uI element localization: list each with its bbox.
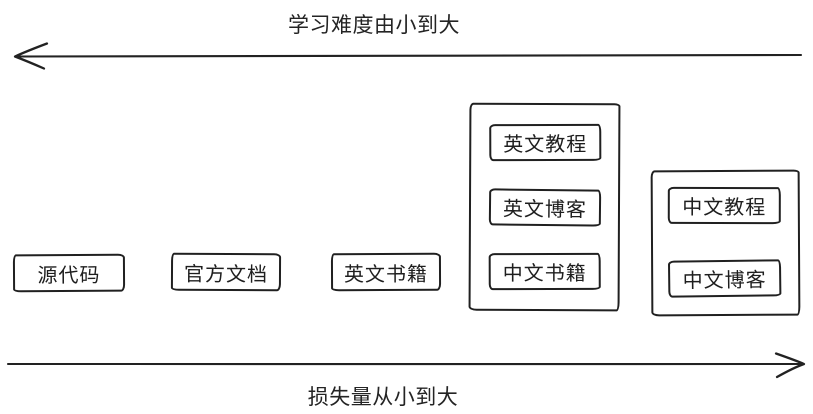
node-english-blog-label: 英文博客	[502, 198, 588, 221]
group-english-resources: 英文教程 英文博客 中文书籍	[468, 102, 621, 312]
node-english-books-label: 英文书籍	[343, 263, 429, 286]
node-source-code-label: 源代码	[37, 264, 101, 287]
node-english-books: 英文书籍	[330, 252, 442, 292]
node-english-tutorial-label: 英文教程	[503, 133, 588, 157]
loss-axis-label: 损失量从小到大	[307, 386, 459, 409]
node-source-code: 源代码	[12, 253, 126, 293]
difficulty-axis-arrow-left	[13, 42, 803, 70]
node-english-tutorial: 英文教程	[489, 123, 602, 162]
loss-axis-arrow-right	[6, 352, 806, 379]
node-english-blog: 英文博客	[488, 187, 602, 227]
group-chinese-resources: 中文教程 中文博客	[650, 169, 801, 317]
node-chinese-blog-label: 中文博客	[682, 269, 767, 293]
difficulty-axis-label: 学习难度由小到大	[288, 14, 460, 37]
node-chinese-blog: 中文博客	[667, 259, 782, 298]
node-chinese-books-label: 中文书籍	[502, 262, 587, 286]
node-official-docs-label: 官方文档	[183, 263, 269, 286]
node-official-docs: 官方文档	[170, 252, 282, 292]
node-chinese-tutorial: 中文教程	[667, 186, 781, 225]
node-chinese-tutorial-label: 中文教程	[682, 196, 767, 220]
node-chinese-books: 中文书籍	[488, 252, 601, 291]
